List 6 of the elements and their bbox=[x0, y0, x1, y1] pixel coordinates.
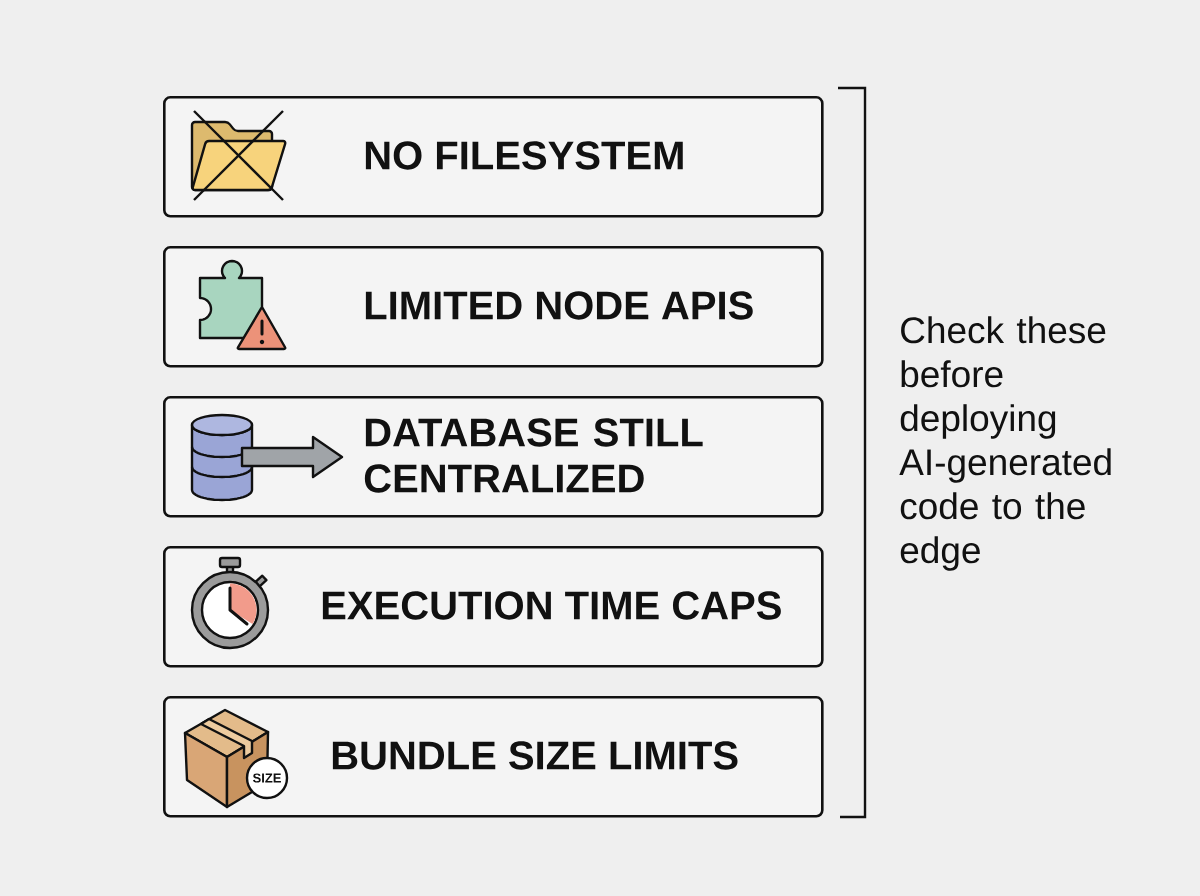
note-text: Check these before deploying AI-generated code to the edge bbox=[899, 316, 1111, 571]
item-box: NO FILESYSTEM bbox=[163, 96, 824, 218]
size-badge: SIZE bbox=[245, 756, 289, 800]
item-box: EXECUTION TIME CAPS bbox=[163, 546, 824, 668]
item-box: LIMITED NODE APIS bbox=[163, 246, 824, 368]
item-box: DATABASE STILL CENTRALIZED bbox=[163, 396, 824, 518]
